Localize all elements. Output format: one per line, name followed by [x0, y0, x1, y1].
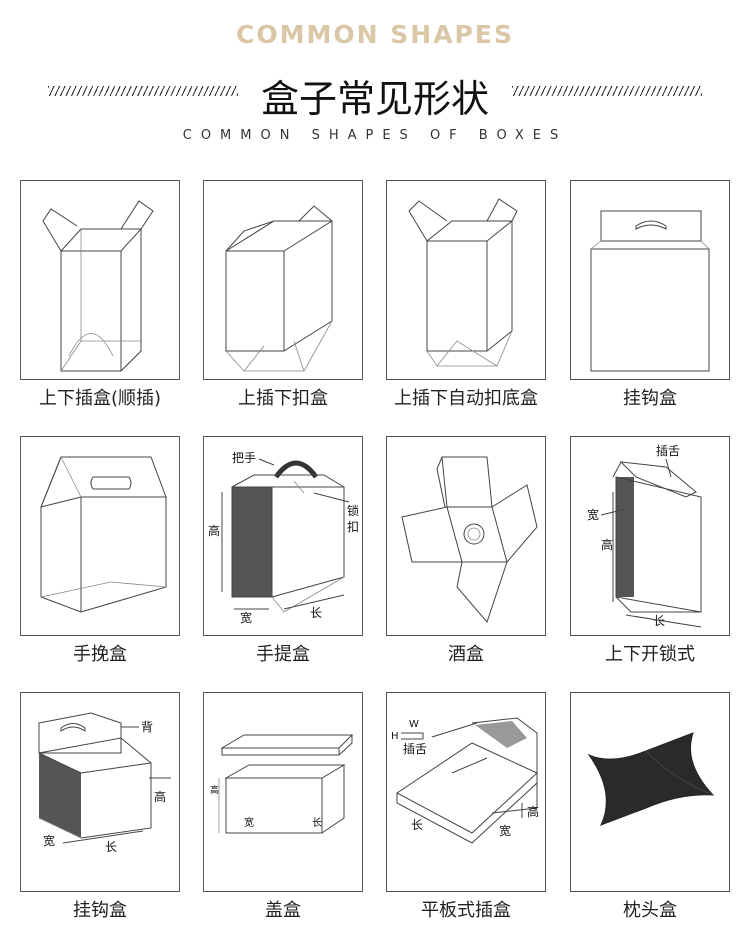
height-annotation: 高 [210, 784, 219, 796]
box-card-tuck-end [20, 180, 180, 380]
back-annotation: 背 [141, 720, 153, 734]
box-label: 盖盒 [265, 900, 301, 921]
box-label: 挂钩盒 [73, 900, 127, 921]
box-label: 上下插盒(顺插) [38, 388, 162, 409]
w-annotation: W [409, 719, 419, 730]
height-annotation: 高 [601, 537, 613, 552]
header-title-en: COMMON SHAPES [236, 20, 514, 49]
hatch-decoration-right [512, 86, 702, 96]
header-subtitle-en: COMMON SHAPES OF BOXES [182, 128, 568, 143]
auto-lock-bottom-box-icon [408, 198, 518, 367]
box-card-hang-tab: 背 高 宽 长 [20, 692, 180, 892]
lock-annotation-2: 扣 [347, 520, 359, 534]
carry-box-icon: 把手 锁 扣 高 宽 长 [208, 451, 359, 625]
box-label: 上插下扣盒 [238, 388, 328, 409]
box-label: 平板式插盒 [421, 900, 511, 921]
page-title: 盒子常见形状 [260, 77, 489, 121]
title-row: 盒子常见形状 [0, 66, 750, 121]
box-label: 酒盒 [448, 644, 484, 665]
width-annotation: 宽 [587, 507, 599, 522]
box-card-carry: 把手 锁 扣 高 宽 长 [203, 436, 363, 636]
pillow-box-icon [587, 732, 715, 826]
dark-side-panel [39, 753, 81, 838]
lock-annotation-1: 锁 [347, 503, 359, 518]
handle-annotation: 把手 [232, 451, 256, 465]
lock-tab-box-icon: 插舌 宽 高 长 [587, 444, 702, 628]
width-annotation: 宽 [244, 816, 254, 829]
lid-box-icon: 高 宽 长 [210, 734, 354, 834]
height-annotation: 高 [527, 804, 539, 819]
box-card-gable-handle [20, 436, 180, 636]
hatch-decoration-left [48, 86, 238, 96]
width-annotation: 宽 [240, 610, 252, 625]
dark-side-panel [232, 487, 272, 597]
h-annotation: H [391, 731, 399, 742]
box-label: 手提盒 [256, 644, 310, 665]
pillow-body [587, 732, 715, 826]
width-annotation: 宽 [499, 823, 511, 838]
length-annotation: 长 [411, 818, 423, 832]
height-annotation: 高 [208, 523, 220, 538]
box-label: 上插下自动扣底盒 [394, 388, 538, 409]
box-card-lock-tab: 插舌 宽 高 长 [570, 436, 730, 636]
box-card-snap-lock [203, 180, 363, 380]
tuck-end-box-icon [42, 200, 154, 372]
dark-side-panel [616, 477, 634, 597]
gable-handle-box-icon [40, 456, 167, 613]
length-annotation: 长 [310, 606, 322, 620]
dark-tab [475, 721, 527, 748]
box-label: 手挽盒 [73, 644, 127, 665]
box-card-wine [386, 436, 546, 636]
tongue-annotation: 插舌 [403, 742, 427, 756]
snap-lock-bottom-box-icon [225, 205, 333, 372]
length-annotation: 长 [105, 840, 117, 854]
length-annotation: 长 [312, 817, 322, 829]
box-card-flat-tuck: W H 插舌 高 长 宽 [386, 692, 546, 892]
flat-tuck-box-icon: W H 插舌 高 长 宽 [391, 717, 539, 844]
box-label: 挂钩盒 [623, 388, 677, 409]
hanger-box-icon [590, 210, 710, 372]
width-annotation: 宽 [43, 833, 55, 848]
hang-tab-box-icon: 背 高 宽 长 [38, 712, 171, 854]
box-label: 上下开锁式 [605, 644, 695, 665]
box-card-pillow [570, 692, 730, 892]
box-card-auto-lock [386, 180, 546, 380]
height-annotation: 高 [154, 789, 166, 804]
box-label: 枕头盒 [623, 900, 677, 921]
length-annotation: 长 [653, 614, 665, 628]
box-card-lid: 高 宽 长 [203, 692, 363, 892]
wine-box-icon [401, 456, 538, 623]
tongue-annotation: 插舌 [656, 444, 680, 458]
box-card-hanger [570, 180, 730, 380]
